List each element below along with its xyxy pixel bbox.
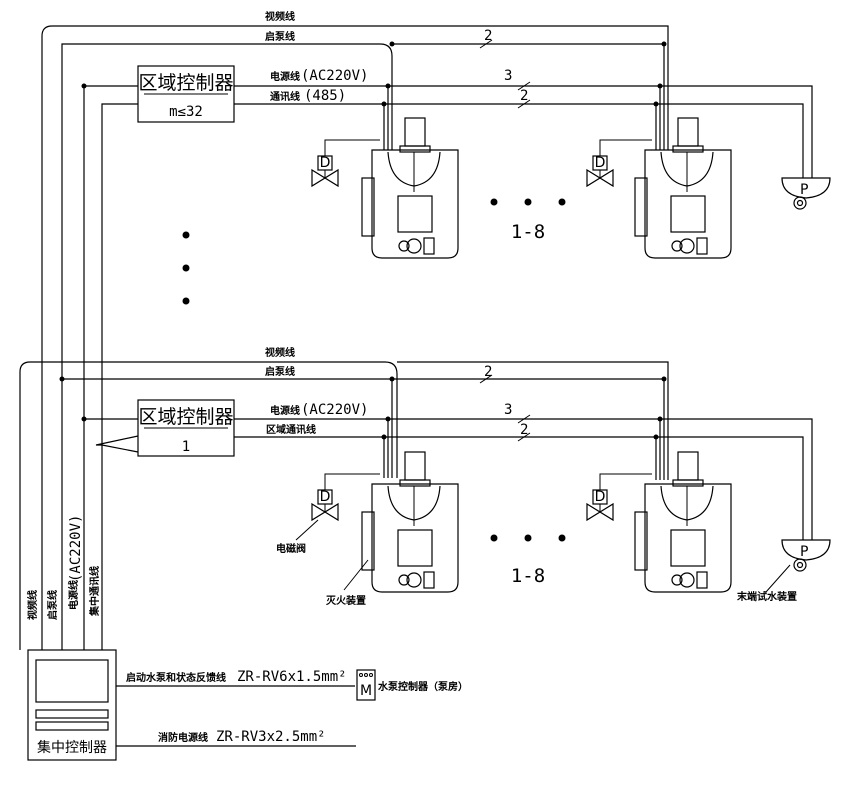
top-power-label: 电源线 (270, 70, 300, 83)
svg-text:P: P (800, 182, 808, 198)
bottom-valve-1: D (295, 473, 380, 541)
top-power-feed (83, 85, 138, 650)
valve-callout: 电磁阀 (276, 542, 306, 555)
vertical-video-label: 视频线 (26, 590, 39, 620)
top-pump-count: 2 (484, 28, 492, 44)
top-power-line (234, 85, 813, 178)
svg-text:P: P (800, 544, 808, 560)
top-video-label: 视频线 (265, 10, 295, 23)
extinguisher-callout: 灭火装置 (325, 594, 366, 607)
fire-power-spec: ZR-RV3x2.5mm² (216, 729, 326, 745)
central-controller-title: 集中控制器 (37, 739, 107, 756)
bottom-region-controller-title: 区域控制器 (138, 406, 233, 428)
top-region-controller-title: 区域控制器 (138, 72, 233, 94)
top-region-controller (137, 65, 235, 123)
top-pump-label: 启泵线 (265, 30, 295, 43)
bottom-video-line (19, 361, 398, 650)
pump-controller: M (356, 669, 376, 701)
top-comm-line (234, 103, 804, 178)
svg-text:D: D (595, 155, 606, 171)
top-comm-count: 2 (520, 88, 528, 104)
vertical-power-label: 电源线 (67, 580, 80, 610)
bottom-region-controller (137, 399, 235, 457)
bottom-test-device: P (765, 539, 831, 593)
bottom-power-line (234, 418, 813, 540)
bottom-comm-line (234, 436, 804, 540)
bottom-power-count: 3 (504, 402, 512, 418)
central-controller: 集中控制器 (27, 649, 117, 761)
top-comm-label: 通讯线 (270, 90, 300, 103)
top-device-1 (361, 117, 459, 259)
pump-controller-symbol: M (360, 683, 372, 699)
bottom-region-controller-sub: 1 (182, 439, 190, 455)
bottom-device-1 (361, 451, 459, 593)
top-test-device: P (781, 177, 831, 210)
bottom-pump-count: 2 (484, 364, 492, 380)
pump-controller-label: 水泵控制器（泵房） (377, 680, 468, 693)
top-comm-feed (101, 103, 138, 445)
bottom-valve-2: D (586, 473, 652, 522)
top-valve-1: D (311, 139, 380, 188)
bottom-comm-count: 2 (520, 422, 528, 438)
top-valve-2: D (586, 139, 652, 188)
top-power-spec: (AC220V) (301, 68, 368, 84)
bottom-comm-label: 区域通讯线 (266, 423, 316, 436)
test-device-callout: 末端试水装置 (737, 590, 797, 603)
svg-text:D: D (595, 489, 606, 505)
top-power-count: 3 (504, 68, 512, 84)
vertical-comm-label: 集中通讯线 (88, 566, 101, 617)
bottom-comm-feed (95, 435, 139, 453)
bottom-power-label: 电源线 (270, 404, 300, 417)
top-pump-line (61, 43, 393, 650)
bottom-pump-label: 启泵线 (265, 365, 295, 378)
pump-feedback-spec: ZR-RV6x1.5mm² (237, 669, 347, 685)
vertical-pump-label: 启泵线 (46, 590, 59, 620)
top-comm-spec: (485) (304, 88, 346, 104)
bottom-device-2 (634, 451, 732, 593)
top-device-2 (634, 117, 732, 259)
top-region-controller-sub: m≤32 (169, 104, 203, 120)
bottom-pump-line (62, 378, 665, 480)
bottom-power-spec: (AC220V) (301, 402, 368, 418)
svg-text:D: D (320, 155, 331, 171)
fire-power-label: 消防电源线 (158, 731, 208, 744)
pump-feedback-label: 启动水泵和状态反馈线 (126, 671, 226, 684)
bottom-video-label: 视频线 (265, 346, 295, 359)
bottom-range-label: 1-8 (511, 565, 545, 587)
vertical-power-spec: (AC220V) (68, 515, 84, 582)
top-video-line (41, 25, 669, 650)
top-range-label: 1-8 (511, 221, 545, 243)
svg-text:D: D (320, 489, 331, 505)
